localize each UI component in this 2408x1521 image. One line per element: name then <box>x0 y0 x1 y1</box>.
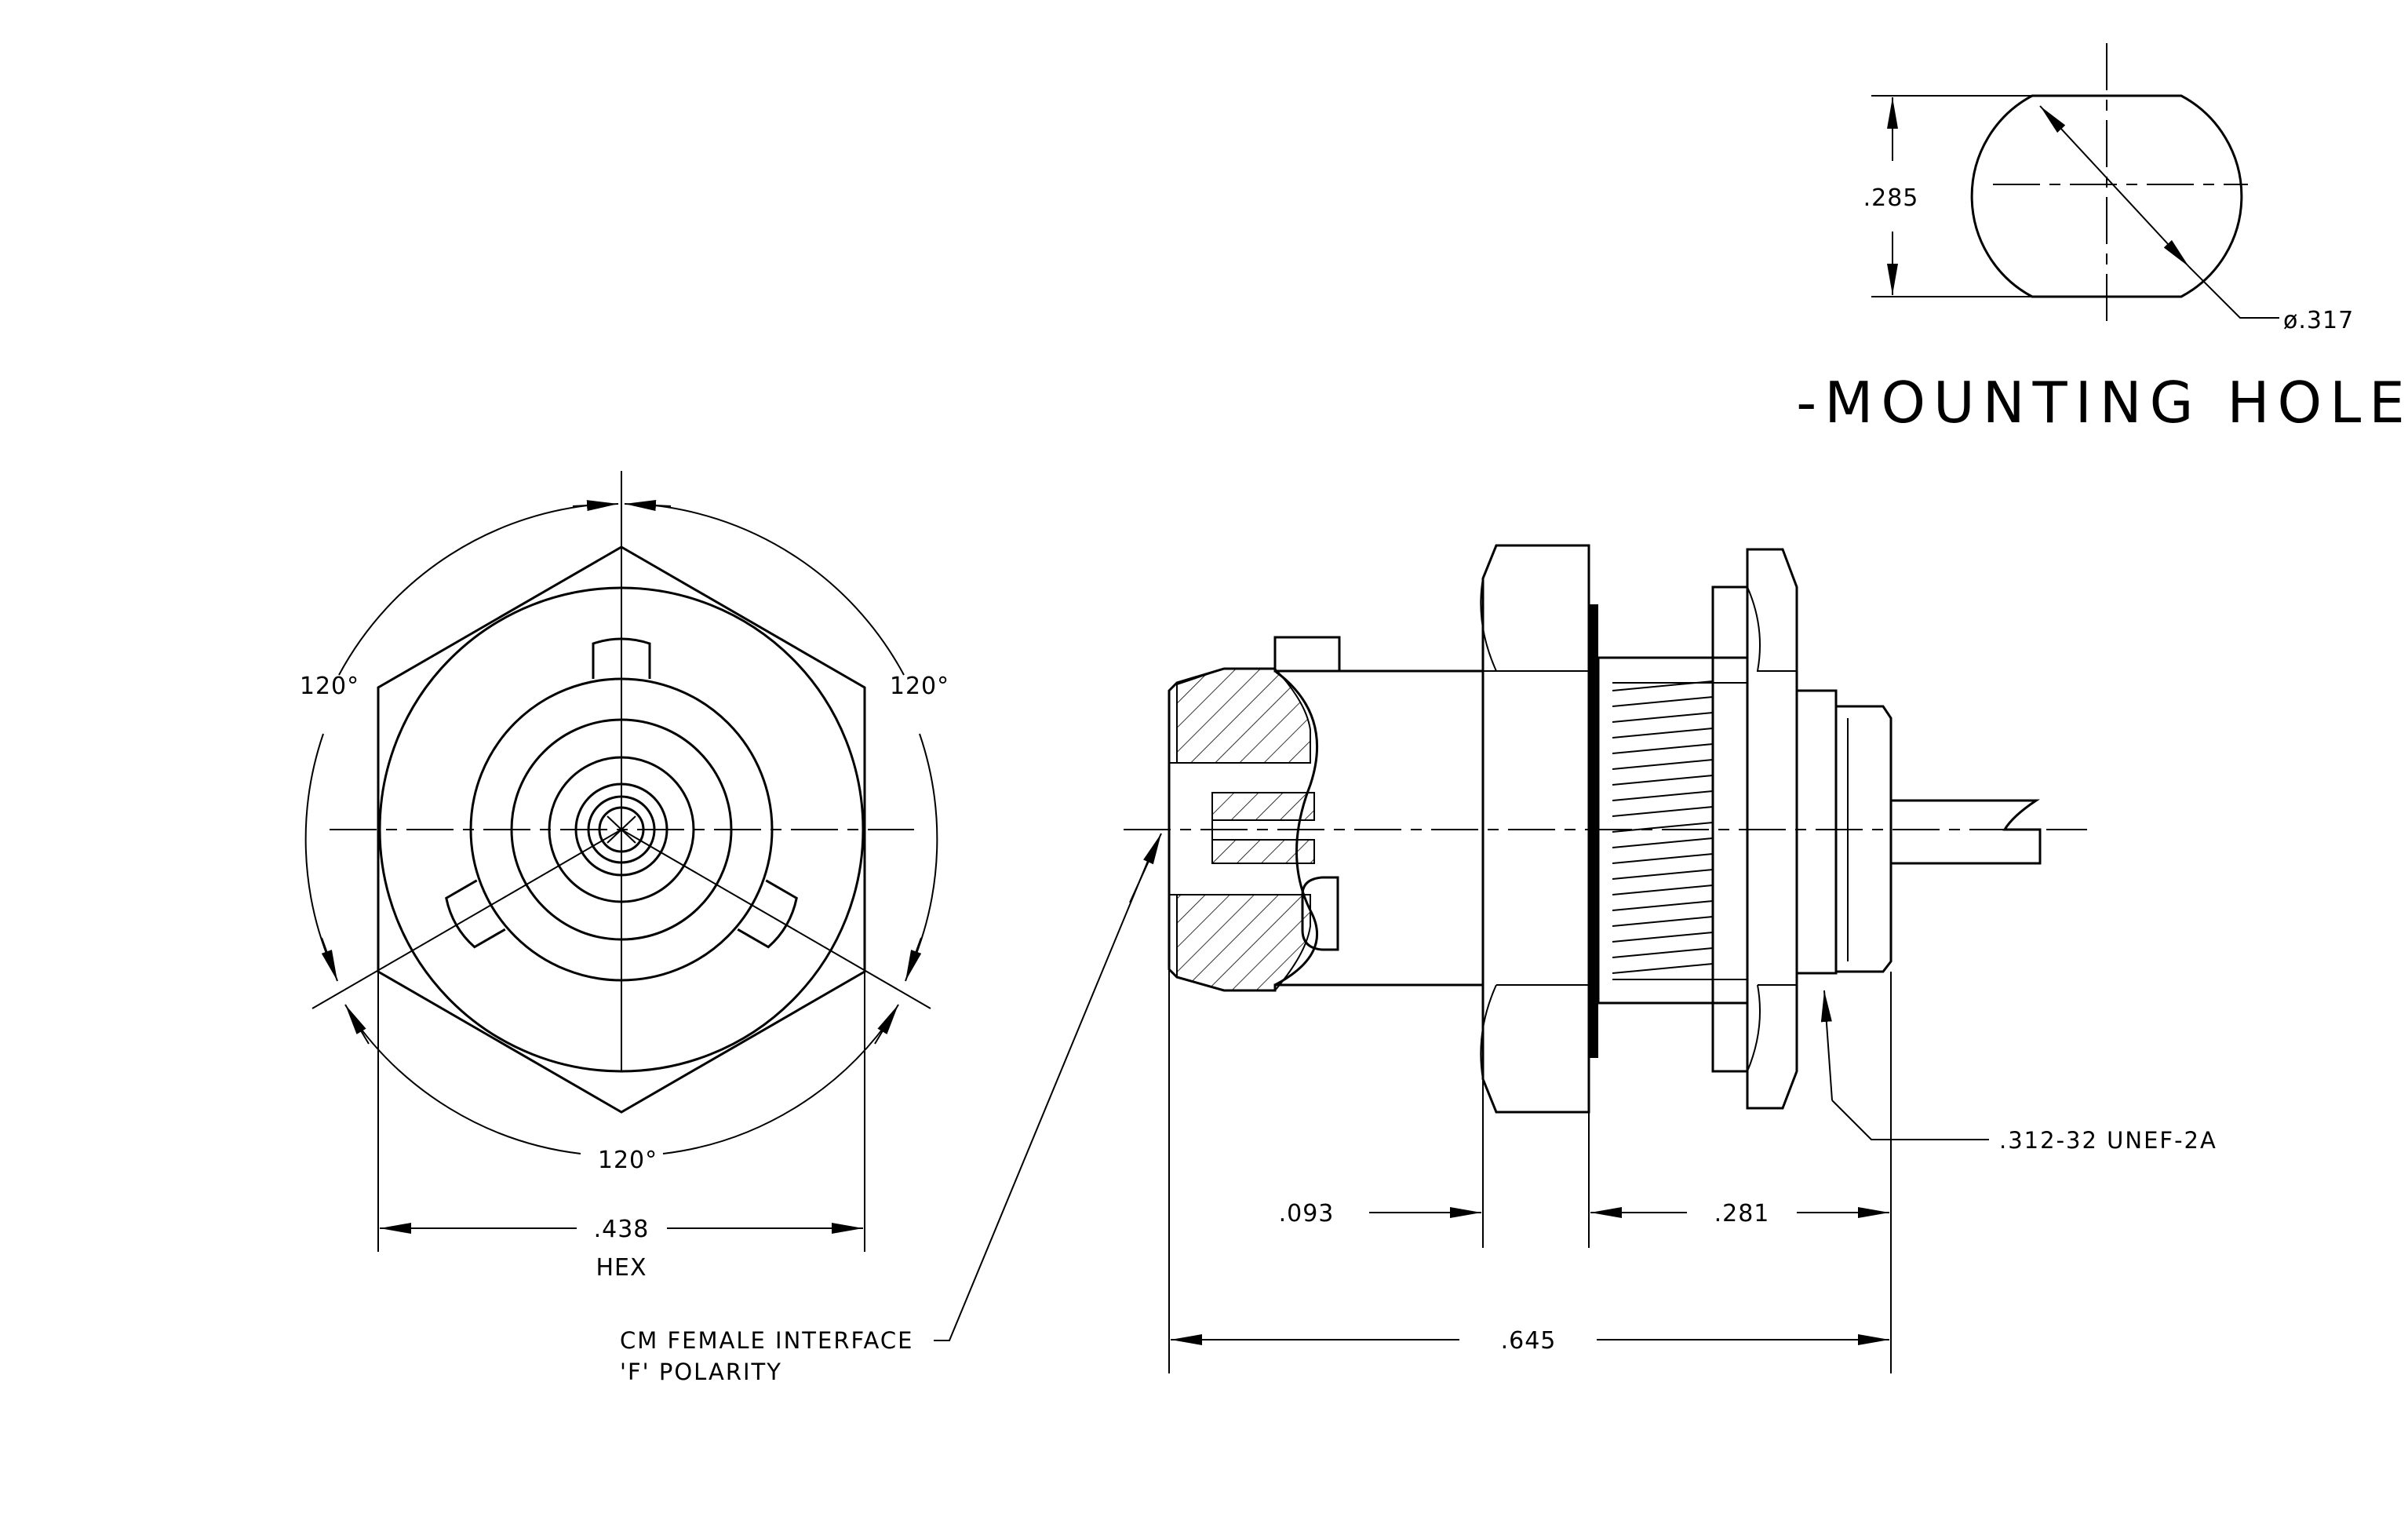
hex-body-facet-top <box>1482 545 1497 579</box>
rear-pin <box>1891 799 2042 865</box>
front-radial-left <box>311 829 622 1009</box>
mounting-hole-outline <box>1970 94 2243 298</box>
angle-bottom-text: 120° <box>598 1147 658 1174</box>
thread-leader-arrow <box>1820 990 1833 1101</box>
thread-line <box>1612 932 1714 943</box>
hex-label-text: HEX <box>596 1254 647 1282</box>
angle-arrow-top-right <box>624 500 672 512</box>
hex-outline <box>377 545 866 1114</box>
thread-line <box>1612 916 1714 927</box>
jam-nut-curve-1 <box>1747 586 1797 672</box>
hole-dia-text: ø.317 <box>2283 307 2354 334</box>
thread-line <box>1612 712 1714 723</box>
angle-arrow-bottom-right <box>874 1004 899 1045</box>
angle-arrow-bottom-left <box>344 1004 370 1045</box>
thread-line <box>1612 947 1714 958</box>
angle-arc-top-left <box>338 503 607 676</box>
thread-note: .312-32 UNEF-2A <box>1999 1127 2217 1154</box>
rear-ferrule <box>1834 705 1893 973</box>
angle-arc-top-right <box>636 503 905 676</box>
thread-line <box>1612 853 1714 864</box>
thread-line <box>1612 728 1714 739</box>
hole-dia-leader <box>2039 105 2190 268</box>
lock-washer <box>1589 604 1598 1058</box>
dim-093-text: .093 <box>1279 1200 1335 1227</box>
thread-line <box>1612 790 1714 801</box>
cutaway-edge <box>1274 669 1319 987</box>
hole-flat-dim-text: .285 <box>1863 184 1919 212</box>
angle-arrow-top-left <box>572 500 619 512</box>
angle-arc-bottom-right <box>662 1012 895 1154</box>
interface-leader <box>934 851 1153 1341</box>
angle-arc-left <box>304 733 332 966</box>
thread-line <box>1612 869 1714 880</box>
thread-line <box>1612 775 1714 786</box>
hex-dim-text: .438 <box>594 1216 650 1243</box>
top-lug <box>1273 636 1341 673</box>
thread-line <box>1612 806 1714 817</box>
interface-hatch-mid-bottom <box>1211 839 1315 864</box>
thread-line <box>1612 822 1714 833</box>
interface-note-line2: 'F' POLARITY <box>620 1359 782 1385</box>
interface-hatch-bottom <box>1176 894 1311 991</box>
side-view: .312-32 UNEF-2A CM FEMALE INTERFACE 'F' … <box>620 544 2217 1385</box>
thread-line <box>1612 837 1714 848</box>
hex-body-curve-1 <box>1480 578 1589 672</box>
thread-line <box>1612 885 1714 895</box>
dim-645-text: .645 <box>1501 1327 1557 1355</box>
mounting-hole-view: .285 ø.317 -MOUNTING HOLE- <box>1796 43 2408 436</box>
angle-right-text: 120° <box>890 673 949 700</box>
interface-note-line1: CM FEMALE INTERFACE <box>620 1327 913 1354</box>
interface-leader-arrow <box>1129 833 1162 903</box>
hole-dia-leader-tail <box>2188 266 2279 319</box>
front-radial-right <box>621 829 931 1009</box>
angle-arrow-left <box>321 937 338 982</box>
jam-nut <box>1746 548 1798 1110</box>
side-lug <box>1301 876 1339 951</box>
hex-body-curve-2 <box>1480 984 1497 1080</box>
angle-arrow-right <box>905 937 922 982</box>
thread-line <box>1612 743 1714 754</box>
thread-leader <box>1831 1100 1989 1140</box>
thread-line <box>1612 759 1714 770</box>
front-view: 120° 120° 120° .438 HEX <box>300 471 949 1282</box>
thread-line <box>1612 963 1714 974</box>
thread-line <box>1612 696 1714 707</box>
angle-left-text: 120° <box>300 673 359 700</box>
mounting-hole-title: -MOUNTING HOLE- <box>1796 370 2408 436</box>
dim-281-text: .281 <box>1714 1200 1770 1227</box>
jam-nut-curve-2 <box>1747 984 1761 1072</box>
thread-lines <box>1612 680 1714 974</box>
thread-line <box>1612 680 1714 691</box>
thread-line <box>1612 900 1714 911</box>
rear-thread <box>1795 689 1838 975</box>
angle-arc-bottom-left <box>348 1012 581 1154</box>
interface-hatch-mid-top <box>1211 792 1315 821</box>
angle-arc-right <box>911 733 938 966</box>
